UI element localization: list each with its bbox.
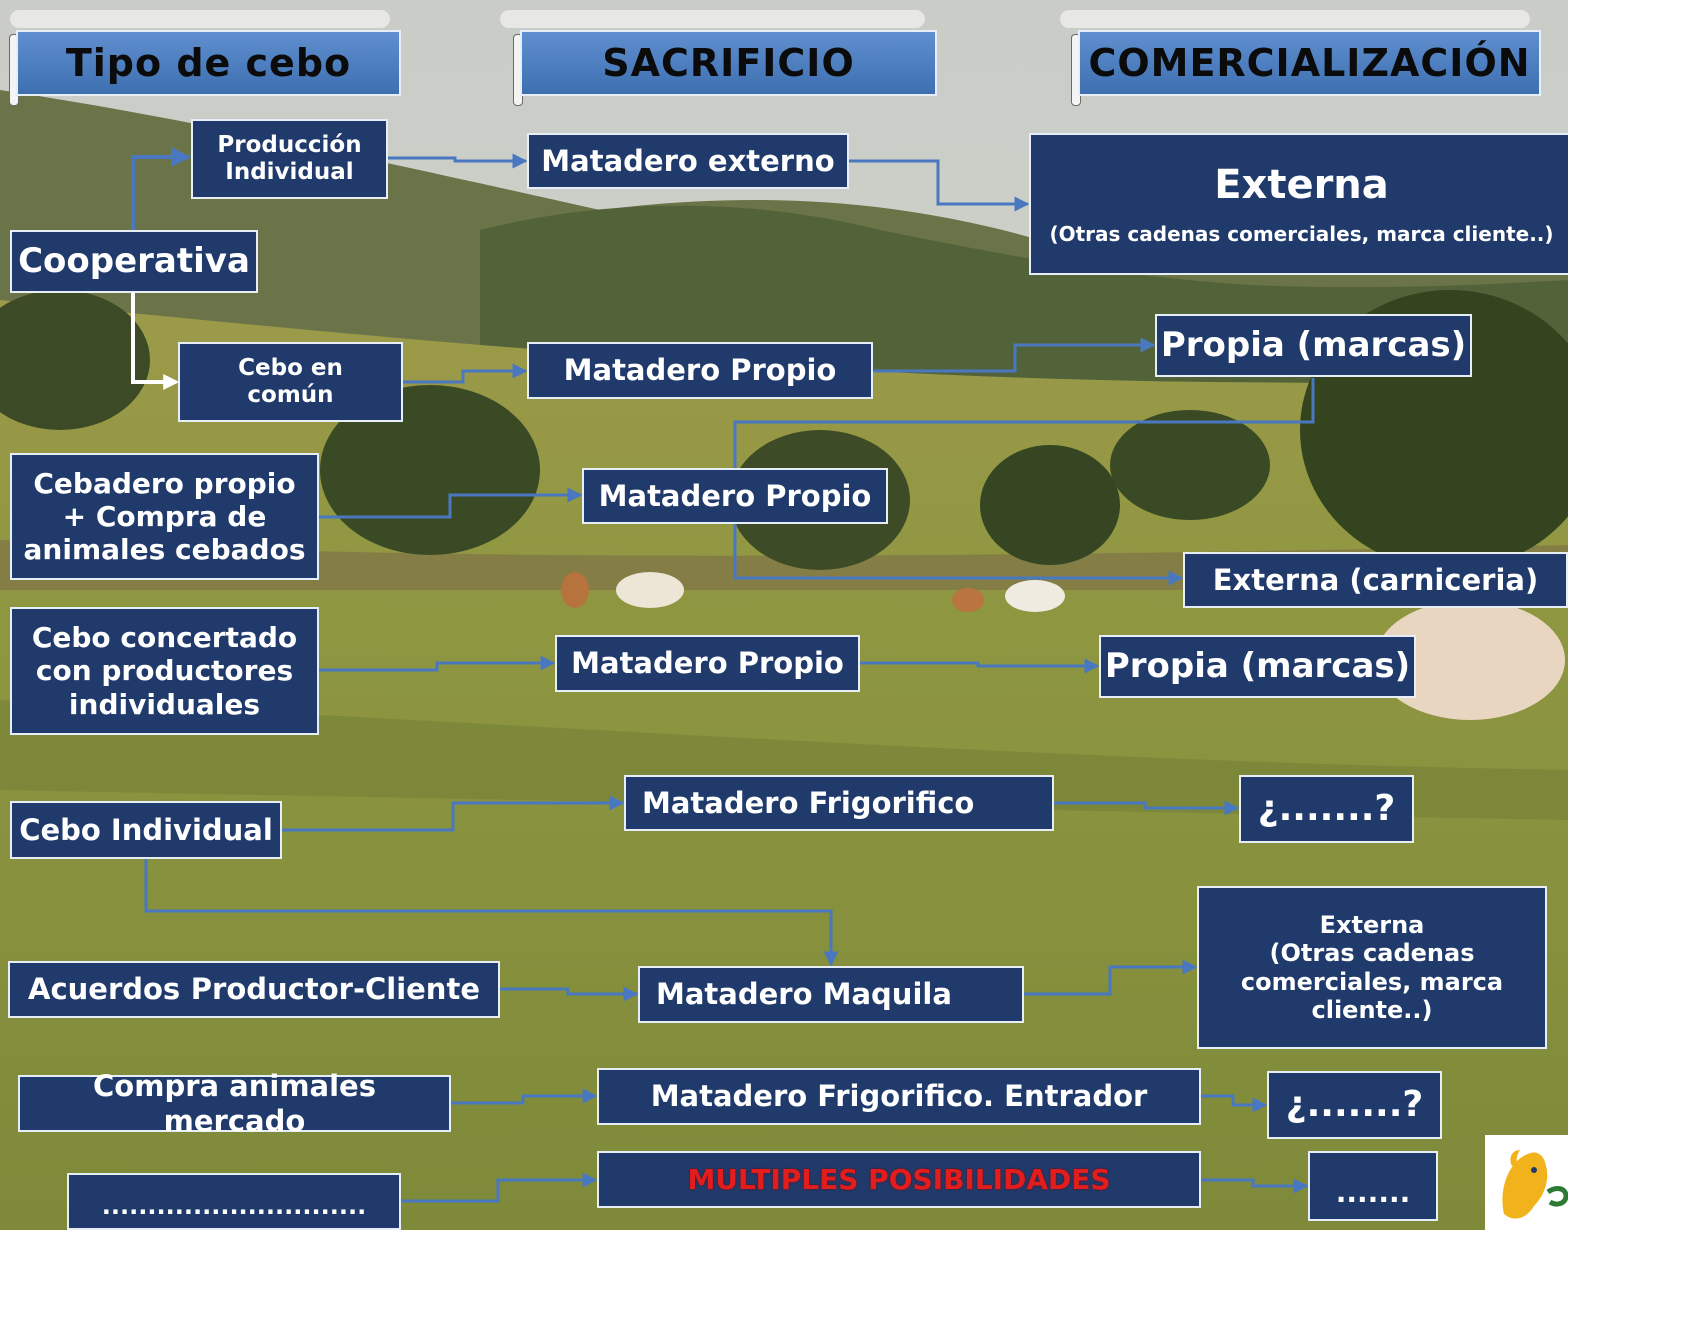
box-acuerdos: Acuerdos Productor-Cliente [8, 961, 500, 1018]
box-label: Propia (marcas) [1104, 646, 1411, 687]
header-comercializacion: COMERCIALIZACIÓN [1078, 30, 1541, 96]
box-matadero-maquila: Matadero Maquila [638, 966, 1024, 1023]
diagram-stage: Tipo de cebo SACRIFICIO COMERCIALIZACIÓN… [0, 0, 1568, 1230]
box-label: MULTIPLES POSIBILIDADES [687, 1162, 1111, 1196]
header-label: COMERCIALIZACIÓN [1088, 41, 1531, 85]
box-question-2: ¿.......? [1267, 1071, 1442, 1139]
header-tipo-de-cebo: Tipo de cebo [16, 30, 401, 96]
box-label: Matadero Frigorifico. Entrador [650, 1079, 1148, 1114]
box-dots-cebo: ............................. [67, 1173, 401, 1230]
box-line: (Otras cadenas [1269, 939, 1475, 968]
box-compra-animales-mercado: Compra animales mercado [18, 1069, 451, 1138]
box-externa-carniceria: Externa (carniceria) [1183, 552, 1568, 608]
bull-logo-icon [1502, 1150, 1568, 1219]
header-label: Tipo de cebo [65, 41, 352, 85]
box-label: Acuerdos [28, 972, 181, 1007]
box-line: Externa [1319, 910, 1425, 939]
box-propia-marcas-1: Propia (marcas) [1155, 314, 1472, 377]
box-label: Propia (marcas) [1160, 325, 1467, 366]
box-line: Individual [225, 159, 354, 185]
box-label: Matadero Frigorifico [642, 785, 975, 820]
box-question-1: ¿.......? [1239, 775, 1414, 843]
box-line: individuales [68, 687, 261, 721]
box-subtitle: (Otras cadenas comerciales, marca client… [1049, 221, 1554, 246]
box-matadero-frigorifico-entrador: Matadero Frigorifico. Entrador [597, 1068, 1201, 1125]
box-cooperativa: Cooperativa [10, 230, 258, 293]
box-propia-marcas-2: Propia (marcas) [1099, 635, 1416, 698]
box-label: ............................. [101, 1191, 367, 1220]
box-label: Matadero Propio [571, 646, 844, 681]
box-matadero-frigorifico: Matadero Frigorifico [624, 775, 1054, 831]
header-sacrificio: SACRIFICIO [520, 30, 937, 96]
scroll-banner-back [500, 10, 925, 28]
box-label: Cebo Individual [19, 812, 273, 847]
box-matadero-propio-3: Matadero Propio [555, 635, 860, 692]
box-externa-otras-cadenas: Externa (Otras cadenas comerciales, marc… [1029, 133, 1568, 275]
box-matadero-externo: Matadero externo [527, 133, 849, 189]
box-matadero-propio-2: Matadero Propio [582, 468, 888, 524]
scroll-banner-back [1060, 10, 1530, 28]
box-label: Matadero Propio [563, 353, 837, 388]
box-label: ¿.......? [1285, 1083, 1424, 1125]
box-line: Cebadero propio [33, 466, 296, 500]
scroll-banner-back [10, 10, 390, 28]
box-label: Cooperativa [18, 241, 250, 282]
box-dots-comercializacion: ....... [1308, 1151, 1438, 1221]
box-line: con productores [35, 654, 294, 688]
box-label: ¿.......? [1257, 787, 1396, 829]
box-line: cliente..) [1311, 995, 1433, 1024]
corner-logo [1490, 1136, 1568, 1230]
box-multiples-posibilidades: MULTIPLES POSIBILIDADES [597, 1151, 1201, 1208]
box-label: Productor-Cliente [190, 972, 480, 1007]
box-label: Matadero Propio [598, 478, 872, 513]
box-title: Externa [1214, 161, 1389, 208]
box-line: común [247, 382, 334, 408]
box-line: + Compra de [62, 499, 267, 533]
box-line: Cebo concertado [31, 621, 298, 655]
box-line: comerciales, marca [1240, 967, 1504, 996]
box-label: Matadero externo [541, 143, 835, 178]
box-line: Producción [217, 131, 362, 158]
box-label: Matadero Maquila [656, 977, 952, 1012]
box-line: animales cebados [23, 533, 306, 567]
header-label: SACRIFICIO [602, 41, 855, 85]
box-matadero-propio-1: Matadero Propio [527, 342, 873, 399]
box-cebo-individual: Cebo Individual [10, 801, 282, 859]
box-label: Compra animales mercado [93, 1069, 376, 1138]
box-label: Externa (carniceria) [1212, 562, 1539, 597]
box-label: ....... [1335, 1175, 1411, 1209]
box-line: Cebo en [238, 354, 343, 381]
